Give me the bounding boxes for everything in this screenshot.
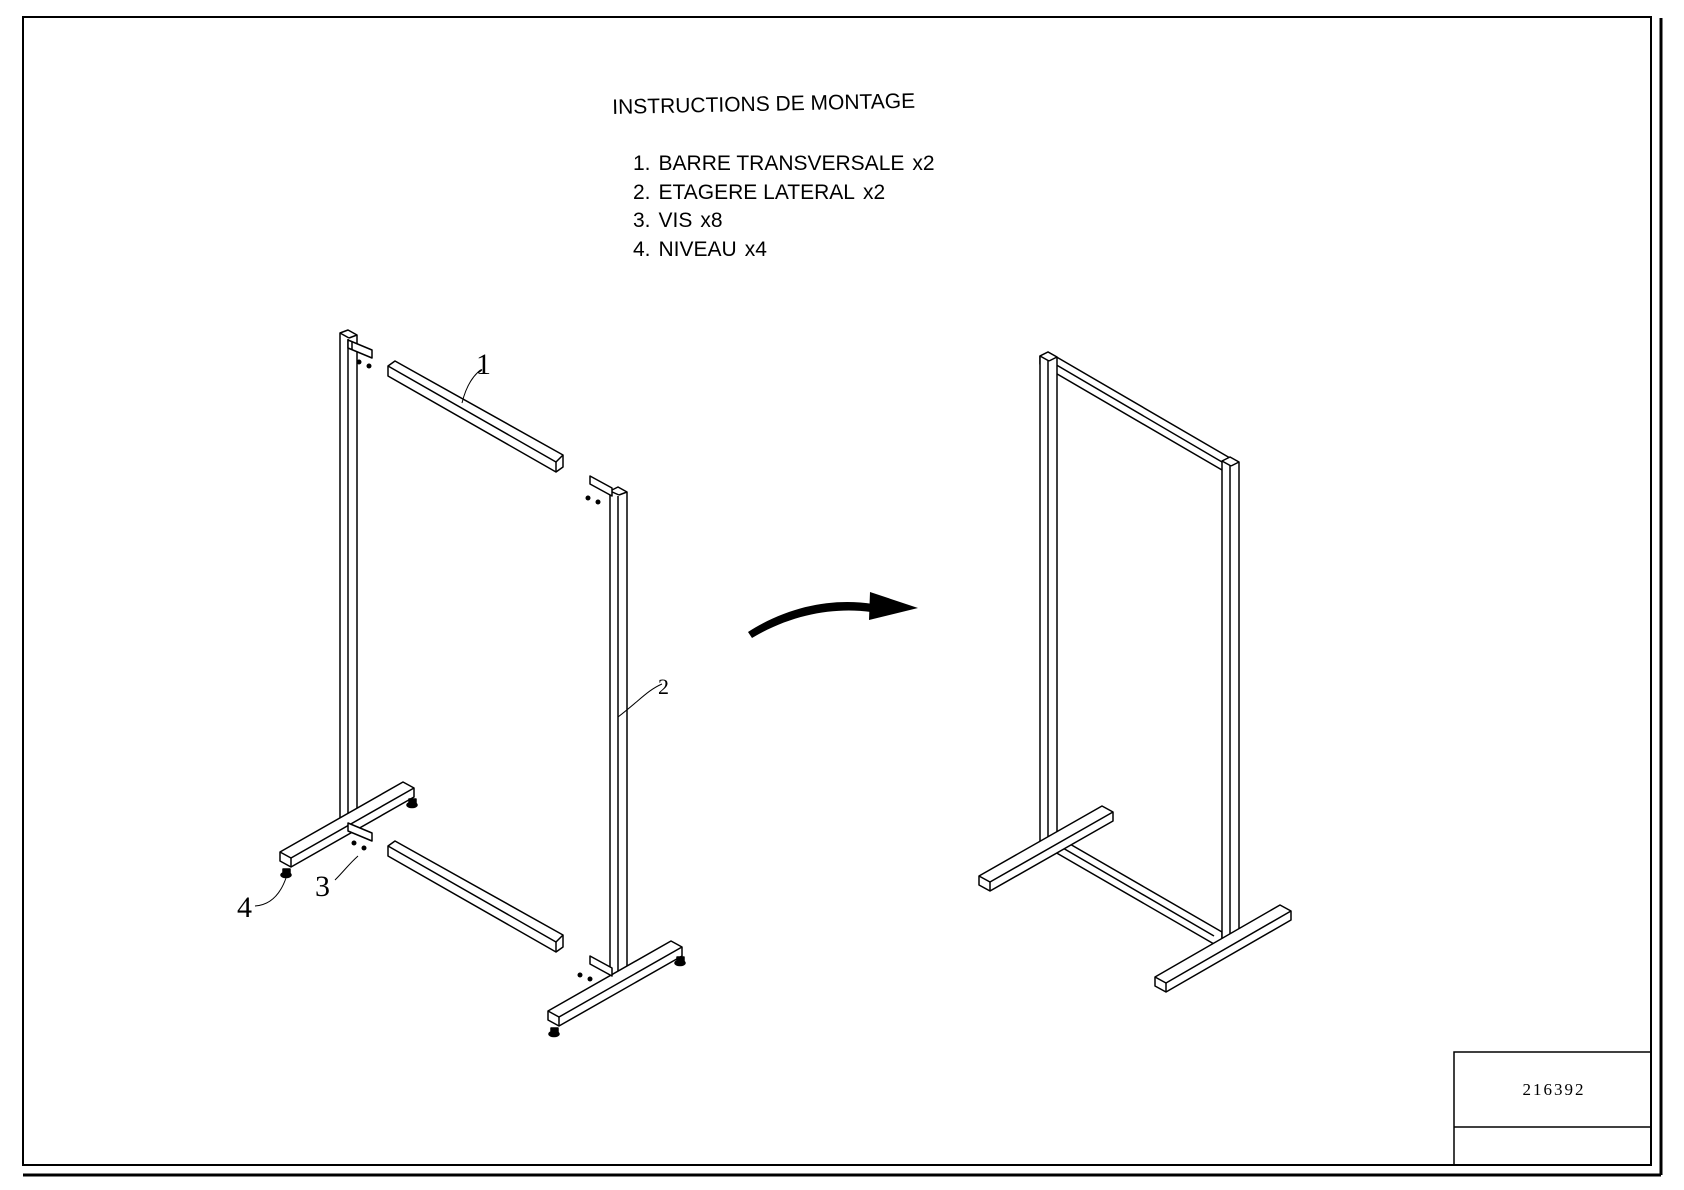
part-index: 2. [633,180,651,204]
exploded-view [255,330,686,1038]
callout-crossbar: 1 [476,348,491,381]
part-index: 1. [633,152,651,175]
assembled-view [979,352,1291,992]
part-qty: x4 [744,237,767,261]
part-name: VIS [658,209,693,232]
levelers [280,798,686,1038]
parts-list: 1. BARRE TRANSVERSALE x2 2. ETAGERE LATERAL… [633,150,943,264]
part-name: BARRE TRANSVERSALE [658,152,905,175]
callout-leveler: 4 [237,891,252,924]
part-index: 3. [633,209,651,232]
title-block [1453,1051,1652,1166]
part-qty: x2 [912,152,935,175]
drawing-number: 216392 [1522,1080,1586,1099]
callout-screw: 3 [315,870,330,903]
part-index: 4. [633,237,651,261]
part-qty: x8 [700,209,723,232]
callout-side-frame: 2 [658,674,669,699]
curved-arrow-right-icon [748,592,918,638]
list-item: 3. VIS x8 [633,207,943,236]
list-item: 1. BARRE TRANSVERSALE x2 [633,150,943,179]
upper-crossbar [388,361,563,472]
lower-crossbar [388,841,563,952]
part-name: ETAGERE LATERAL [658,180,855,204]
list-item: 2. ETAGERE LATERAL x2 [633,179,943,208]
right-side-frame [548,476,682,1026]
leader-lines [255,370,662,906]
left-side-frame [280,330,414,867]
part-qty: x2 [862,180,886,204]
list-item: 4. NIVEAU x4 [633,236,943,265]
sheet-border [22,16,1661,1175]
screws [351,359,601,982]
part-name: NIVEAU [658,237,737,261]
